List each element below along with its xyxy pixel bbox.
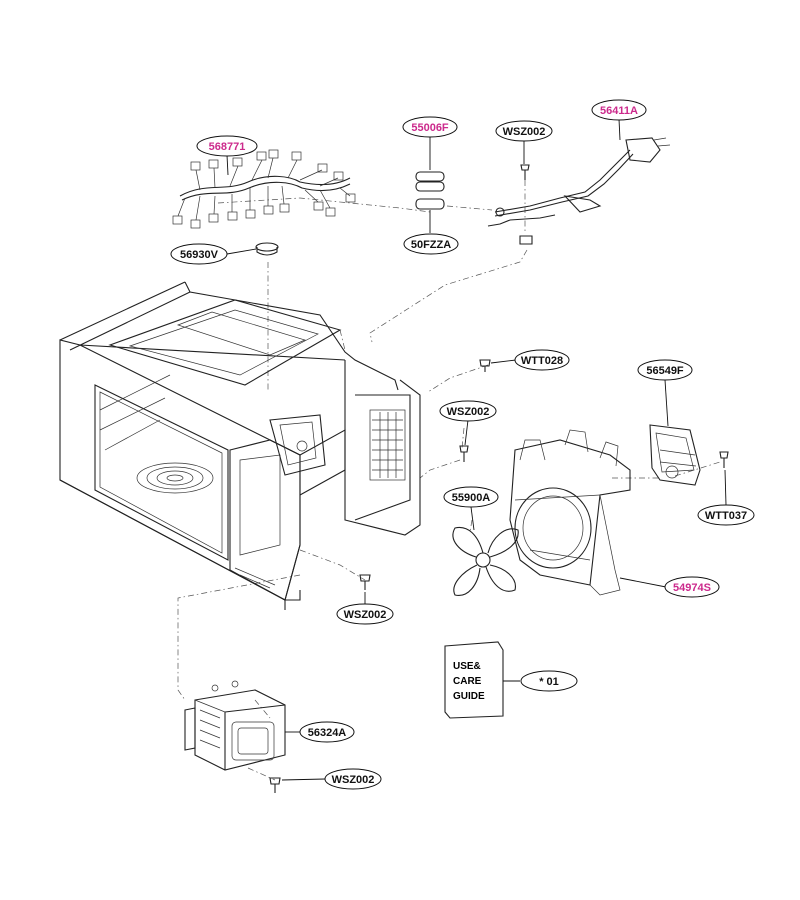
label-54974S: 54974S xyxy=(673,582,711,594)
callout-WSZ002-low: WSZ002 xyxy=(336,603,394,625)
assembly-guide-lines xyxy=(177,180,721,781)
callout-WSZ002-bottom: WSZ002 xyxy=(324,768,382,790)
label-56930V: 56930V xyxy=(180,249,219,261)
thermostat-part xyxy=(255,242,279,256)
label-WTT028: WTT028 xyxy=(521,355,563,367)
callout-56930V: 56930V xyxy=(170,243,228,265)
screw-low-part xyxy=(359,574,371,590)
screw-wtt028-part xyxy=(479,359,491,372)
callout-WSZ002-mid: WSZ002 xyxy=(439,400,497,422)
callout-WSZ002-top: WSZ002 xyxy=(495,120,553,142)
callout-54974S: 54974S xyxy=(664,576,720,598)
callout-55900A: 55900A xyxy=(443,486,499,508)
callout-56324A: 56324A xyxy=(299,721,355,743)
callout-50FZZA: 50FZZA xyxy=(403,233,459,255)
label-wsz002-low: WSZ002 xyxy=(344,609,387,621)
callout-labels: 568771 55006F WSZ002 56411A 56930V 50FZZ… xyxy=(170,99,755,790)
fan-duct-part xyxy=(509,429,631,596)
label-wsz002-bottom: WSZ002 xyxy=(332,774,375,786)
use-care-guide-booklet: USE& CARE GUIDE xyxy=(444,641,504,719)
oven-cabinet-part xyxy=(59,281,421,610)
label-55900A: 55900A xyxy=(452,492,491,504)
callout-WTT037: WTT037 xyxy=(697,504,755,526)
callout-56549F: 56549F xyxy=(637,359,693,381)
screw-mid-part xyxy=(459,445,469,462)
screw-bottom-part xyxy=(269,777,281,793)
guide-line-2: CARE xyxy=(453,676,482,687)
power-cord-part xyxy=(487,137,671,245)
label-56324A: 56324A xyxy=(308,727,347,739)
screw-top-part xyxy=(520,164,530,180)
label-568771: 568771 xyxy=(209,141,246,153)
label-wsz002-top: WSZ002 xyxy=(503,126,546,138)
callout-WTT028: WTT028 xyxy=(514,349,570,371)
motor-bracket-part xyxy=(649,424,701,486)
callout-55006F: 55006F xyxy=(402,116,458,138)
guide-line-1: USE& xyxy=(453,661,481,672)
label-56549F: 56549F xyxy=(646,365,684,377)
wire-harness-part xyxy=(172,149,356,229)
label-WTT037: WTT037 xyxy=(705,510,747,522)
label-50FZZA: 50FZZA xyxy=(411,239,451,251)
label-wsz002-mid: WSZ002 xyxy=(447,406,490,418)
leader-lines xyxy=(226,118,727,781)
callout-56411A: 56411A xyxy=(591,99,647,121)
magnetron-part xyxy=(184,680,286,771)
callout-568771: 568771 xyxy=(196,135,258,157)
callout-01: * 01 xyxy=(520,670,578,692)
fuse-parts xyxy=(415,171,445,210)
guide-line-3: GUIDE xyxy=(453,691,485,702)
fan-blade-part xyxy=(452,526,519,596)
label-56411A: 56411A xyxy=(600,105,638,117)
label-55006F: 55006F xyxy=(411,122,449,134)
label-01: * 01 xyxy=(539,676,559,688)
screw-wtt037-part xyxy=(719,451,729,468)
